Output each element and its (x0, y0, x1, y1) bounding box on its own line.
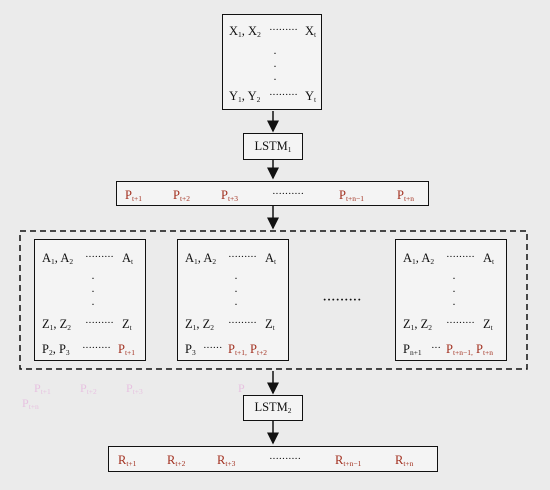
p-item: Pt+n−1 (339, 188, 364, 203)
window-row-a-left: A1, A2 (403, 251, 435, 266)
p-row-dots: ·········· (272, 188, 304, 200)
window-row-p-dots: ··· (431, 342, 441, 354)
window-row-p-dots: ······ (203, 342, 222, 354)
input-row-x-left: X1, X2 (229, 24, 261, 39)
window-row-z-right: Zt (483, 317, 493, 332)
window-box-2: A1, A2 ········· At · · · Z1, Z2 ·······… (177, 239, 289, 361)
r-item: Rt+n−1 (335, 453, 362, 468)
r-row-dots: ·········· (269, 453, 301, 465)
input-row-x-dots: ········· (269, 24, 298, 36)
window-box-1: A1, A2 ········· At · · · Z1, Z2 ·······… (34, 239, 146, 361)
vertical-dot: · (234, 297, 238, 311)
p-item: Pt+n (397, 188, 415, 203)
r-item: Rt+n (395, 453, 414, 468)
p-prediction-row: Pt+1 Pt+2 Pt+3 ·········· Pt+n−1 Pt+n (116, 181, 429, 206)
vertical-dot: · (91, 271, 95, 285)
window-row-a-dots: ········· (85, 251, 114, 263)
window-row-p-right: Pt+1 (118, 342, 136, 357)
between-windows-dots: ········· (322, 292, 362, 309)
vertical-dot: · (273, 59, 277, 73)
window-row-p-right: Pt+n−1, Pt+n (446, 342, 494, 357)
lstm2-box: LSTM2 (243, 395, 303, 421)
r-item: Rt+3 (217, 453, 236, 468)
r-item: Rt+2 (167, 453, 186, 468)
lstm1-label: LSTM1 (254, 138, 292, 154)
p-item: Pt+1 (125, 188, 143, 203)
window-row-p-left: P3 (185, 342, 196, 357)
window-row-a-dots: ········· (228, 251, 257, 263)
window-row-a-dots: ········· (446, 251, 475, 263)
input-matrix-box: X1, X2 ········· Xt · · · Y1, Y2 ·······… (222, 14, 322, 110)
vertical-dot: · (234, 284, 238, 298)
window-row-z-left: Z1, Z2 (403, 317, 433, 332)
windows-dashed-container (19, 230, 528, 370)
window-row-z-dots: ········· (228, 317, 257, 329)
vertical-dot: · (452, 297, 456, 311)
vertical-dot: · (91, 284, 95, 298)
vertical-dot: · (273, 46, 277, 60)
vertical-dot: · (91, 297, 95, 311)
ghost-artifact-text: Pt+n (22, 396, 39, 411)
vertical-dot: · (273, 72, 277, 86)
ghost-artifact-text: Pt+2 (80, 381, 97, 396)
window-row-z-dots: ········· (446, 317, 475, 329)
window-row-z-right: Zt (122, 317, 132, 332)
window-row-a-left: A1, A2 (185, 251, 217, 266)
lstm1-box: LSTM1 (243, 133, 303, 160)
window-box-3: A1, A2 ········· At · · · Z1, Z2 ·······… (395, 239, 507, 361)
window-row-z-left: Z1, Z2 (185, 317, 215, 332)
r-output-row: Rt+1 Rt+2 Rt+3 ·········· Rt+n−1 Rt+n (108, 446, 438, 472)
window-row-a-right: At (265, 251, 277, 266)
window-row-a-right: At (483, 251, 495, 266)
window-row-z-left: Z1, Z2 (42, 317, 72, 332)
input-row-y-left: Y1, Y2 (229, 89, 261, 104)
window-row-p-dots: ········· (82, 342, 111, 354)
window-row-z-dots: ········· (85, 317, 114, 329)
input-row-x-right: Xt (305, 24, 317, 39)
window-row-a-right: At (122, 251, 134, 266)
vertical-dot: · (234, 271, 238, 285)
p-item: Pt+2 (173, 188, 191, 203)
window-row-p-left: P2, P3 (42, 342, 70, 357)
ghost-artifact-text: Pt+3 (126, 381, 143, 396)
input-row-y-dots: ········· (269, 89, 298, 101)
r-item: Rt+1 (118, 453, 137, 468)
window-row-p-right: Pt+1, Pt+2 (228, 342, 268, 357)
lstm2-label: LSTM2 (254, 400, 292, 416)
ghost-artifact-text: Pt+1 (34, 381, 51, 396)
window-row-a-left: A1, A2 (42, 251, 74, 266)
ghost-artifact-text: P (238, 381, 245, 395)
p-item: Pt+3 (221, 188, 239, 203)
vertical-dot: · (452, 271, 456, 285)
window-row-z-right: Zt (265, 317, 275, 332)
window-row-p-left: Pn+1 (403, 342, 422, 357)
input-row-y-right: Yt (305, 89, 317, 104)
vertical-dot: · (452, 284, 456, 298)
